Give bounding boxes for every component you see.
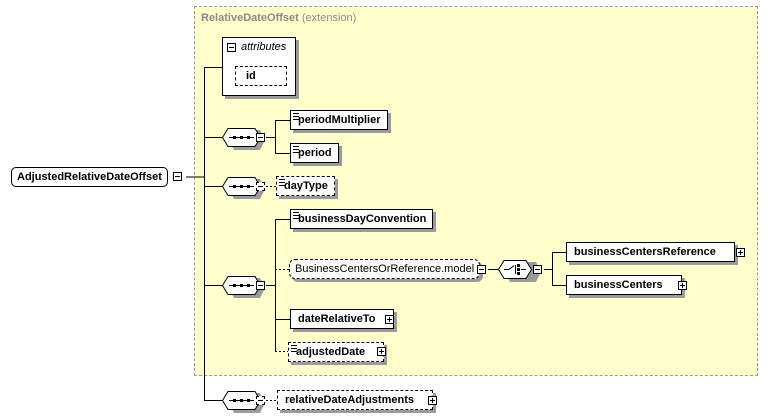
expand-business-centers-icon[interactable]: [678, 281, 687, 290]
content-icon: [293, 212, 299, 219]
element-period[interactable]: period: [290, 143, 339, 163]
root-element-adjusted-relative-date-offset[interactable]: AdjustedRelativeDateOffset: [11, 167, 168, 187]
element-date-relative-to[interactable]: dateRelativeTo: [290, 309, 395, 329]
attribute-id-label: id: [246, 70, 256, 82]
model-collapse-icon[interactable]: [477, 265, 486, 274]
element-business-day-convention[interactable]: businessDayConvention: [290, 209, 434, 229]
content-icon: [279, 179, 285, 186]
element-label: periodMultiplier: [298, 114, 381, 126]
extension-type-name: RelativeDateOffset: [201, 12, 299, 24]
attributes-collapse-icon[interactable]: [227, 43, 236, 52]
element-label: dateRelativeTo: [298, 313, 376, 325]
content-icon: [293, 146, 299, 153]
element-label: businessCenters: [574, 279, 663, 291]
element-relative-date-adjustments[interactable]: relativeDateAdjustments: [277, 390, 433, 410]
element-label: dayType: [284, 180, 328, 192]
expand-relative-date-adjustments-icon[interactable]: [428, 396, 437, 405]
element-business-centers-reference[interactable]: businessCentersReference: [566, 242, 735, 262]
sequence-4-collapse-icon[interactable]: [256, 396, 265, 405]
root-collapse-icon[interactable]: [173, 172, 182, 181]
attributes-label: attributes: [241, 41, 287, 53]
sequence-2-collapse-icon[interactable]: [256, 182, 265, 191]
attribute-id[interactable]: id: [235, 66, 287, 86]
group-label: BusinessCentersOrReference.model: [295, 263, 475, 275]
expand-business-centers-reference-icon[interactable]: [736, 248, 745, 257]
expand-adjusted-date-icon[interactable]: [377, 347, 386, 356]
choice-collapse-icon[interactable]: [533, 265, 542, 274]
element-label: businessDayConvention: [298, 213, 427, 225]
sequence-1-collapse-icon[interactable]: [256, 133, 265, 142]
root-element-label: AdjustedRelativeDateOffset: [17, 171, 162, 183]
group-business-centers-or-reference-model[interactable]: BusinessCentersOrReference.model: [289, 259, 481, 279]
element-label: relativeDateAdjustments: [285, 394, 414, 406]
content-icon: [291, 345, 297, 352]
expand-date-relative-to-icon[interactable]: [385, 315, 394, 324]
content-icon: [293, 113, 299, 120]
element-label: businessCentersReference: [574, 246, 716, 258]
choice-icon: [497, 260, 541, 282]
element-label: adjustedDate: [296, 346, 366, 358]
extension-title: RelativeDateOffset (extension): [201, 12, 356, 24]
element-day-type[interactable]: dayType: [276, 176, 335, 196]
extension-suffix: (extension): [301, 12, 357, 24]
element-business-centers[interactable]: businessCenters: [566, 275, 682, 295]
sequence-3-collapse-icon[interactable]: [256, 281, 265, 290]
element-adjusted-date[interactable]: adjustedDate: [288, 342, 385, 362]
element-period-multiplier[interactable]: periodMultiplier: [290, 110, 388, 130]
element-label: period: [298, 147, 332, 159]
